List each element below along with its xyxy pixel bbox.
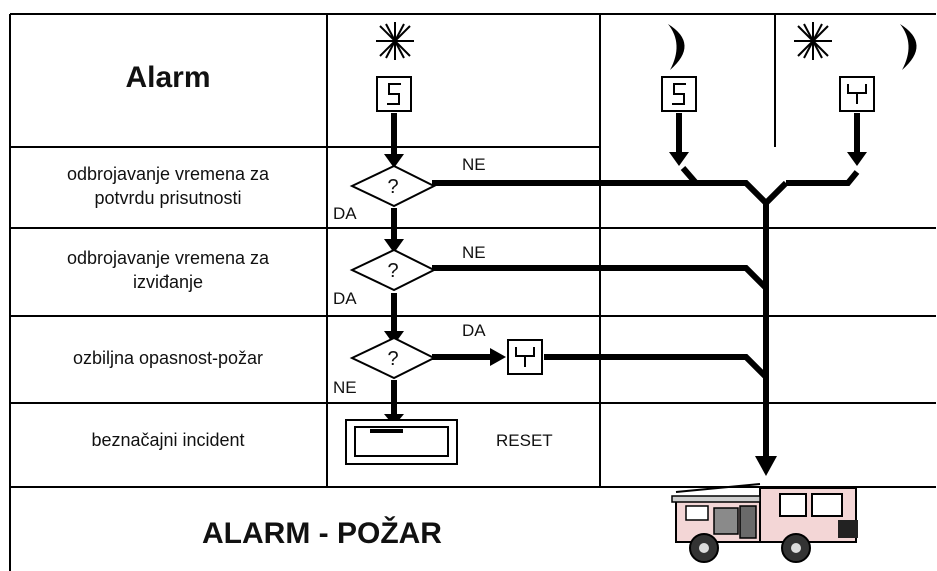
no-label: NE bbox=[462, 243, 486, 262]
reset-label: RESET bbox=[496, 431, 553, 450]
row-label-1-line1: odbrojavanje vremena za bbox=[67, 164, 270, 184]
moon-icon bbox=[668, 24, 685, 70]
no-label: NE bbox=[462, 155, 486, 174]
row-label-1-line2: potvrdu prisutnosti bbox=[94, 188, 241, 208]
decision-diamond: ? bbox=[349, 164, 437, 208]
moon-icon bbox=[900, 24, 917, 70]
footer-title: ALARM - POŽAR bbox=[202, 516, 442, 550]
decision-diamond: ? bbox=[349, 336, 437, 380]
row-label-3: ozbiljna opasnost-požar bbox=[73, 348, 263, 368]
header-title: Alarm bbox=[125, 61, 210, 94]
sun-icon bbox=[376, 22, 414, 60]
row-label-4: beznačajni incident bbox=[91, 430, 244, 450]
yes-label: DA bbox=[462, 321, 486, 340]
fire-truck-icon bbox=[671, 483, 858, 563]
partial-arm-icon bbox=[376, 76, 412, 112]
full-arm-icon bbox=[839, 76, 875, 112]
full-arm-icon bbox=[507, 339, 543, 375]
row-label-2-line2: izviđanje bbox=[133, 272, 203, 292]
decision-diamond: ? bbox=[349, 248, 437, 292]
partial-arm-icon bbox=[661, 76, 697, 112]
decision-symbol: ? bbox=[387, 176, 398, 198]
decision-symbol: ? bbox=[387, 260, 398, 282]
row-label-2-line1: odbrojavanje vremena za bbox=[67, 248, 270, 268]
no-label: NE bbox=[333, 378, 357, 397]
yes-label: DA bbox=[333, 204, 357, 223]
decision-symbol: ? bbox=[387, 348, 398, 370]
table-grid bbox=[9, 13, 936, 571]
sun-icon bbox=[794, 22, 832, 60]
flow-lines bbox=[391, 113, 860, 460]
reset-panel-icon bbox=[345, 419, 458, 465]
yes-label: DA bbox=[333, 289, 357, 308]
